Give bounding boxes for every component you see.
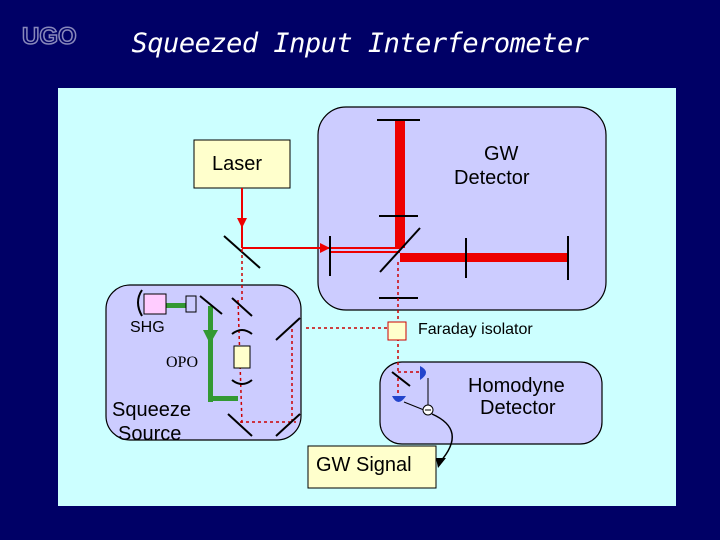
tap-mirror xyxy=(231,297,253,317)
shg-cavity-mirror xyxy=(137,289,143,317)
opo-label: OPO xyxy=(166,354,199,371)
photodetector-b xyxy=(392,396,406,402)
opo-out-mirror xyxy=(227,413,253,437)
shg-mirror xyxy=(199,295,223,315)
opo-crystal xyxy=(233,345,251,369)
north-arm-beam xyxy=(395,120,405,248)
signal-wire-arrow xyxy=(436,458,446,468)
homodyne-detector-enclosure xyxy=(379,361,603,445)
shg-crystal xyxy=(143,293,167,315)
beamsplitter xyxy=(379,227,421,273)
squeeze-source-label-line1: Squeeze xyxy=(112,399,191,421)
east-arm-beam xyxy=(400,253,568,262)
squeeze-out-mirror xyxy=(275,317,301,341)
shg-label: SHG xyxy=(130,319,165,336)
squeeze-source-label-line2: Source xyxy=(118,423,182,445)
laser-beam-arrow xyxy=(237,218,247,228)
wire-b xyxy=(403,401,425,411)
faraday-isolator xyxy=(387,321,407,341)
gw-detector-enclosure xyxy=(317,106,607,311)
green-beam-down xyxy=(208,306,213,402)
homodyne-label-line2: Detector xyxy=(480,397,556,419)
homodyne-label-line1: Homodyne xyxy=(468,375,565,397)
signal-wire xyxy=(431,413,453,463)
gw-detector-label-line1: GW xyxy=(484,143,519,165)
laser-beam-arrow-2 xyxy=(320,243,330,253)
opo-bottom-mirror xyxy=(231,379,253,385)
ugo-logo: UGO xyxy=(20,22,92,51)
squeeze-source-enclosure xyxy=(105,284,302,441)
shg-output-element xyxy=(185,295,197,313)
photodetector-a xyxy=(420,366,426,380)
green-beam-top xyxy=(160,303,194,308)
laser-box xyxy=(193,139,291,189)
green-beam-arrow xyxy=(203,330,218,344)
opo-top-mirror xyxy=(231,329,253,335)
logo-lettering: UGO xyxy=(22,23,77,50)
gw-detector-label-line2: Detector xyxy=(454,167,530,189)
slide-title: Squeezed Input Interferometer xyxy=(131,28,589,59)
ugo-logo-graphic: UGO xyxy=(21,22,77,51)
laser-label: Laser xyxy=(212,153,263,175)
gw-signal-box xyxy=(307,445,437,489)
faraday-isolator-label: Faraday isolator xyxy=(418,321,533,338)
homodyne-beamsplitter xyxy=(391,371,411,387)
gw-signal-label: GW Signal xyxy=(316,454,412,476)
squeeze-corner-mirror xyxy=(275,413,301,437)
green-beam-bottom xyxy=(208,396,238,401)
